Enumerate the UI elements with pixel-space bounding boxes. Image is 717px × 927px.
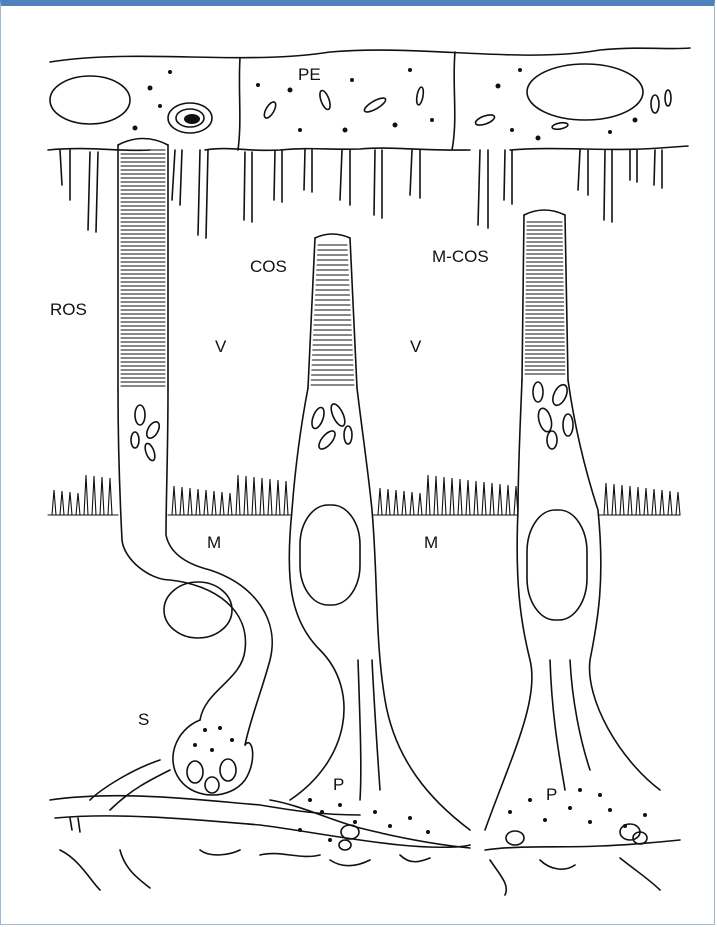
muller-villus	[490, 483, 494, 515]
label-cos: COS	[250, 257, 287, 276]
cone-pedicle-vesicles	[298, 788, 647, 850]
label-v-left: V	[215, 337, 227, 356]
muller-villus	[450, 478, 454, 515]
label-pe: PE	[298, 65, 321, 84]
muller-villus	[612, 484, 616, 515]
muller-villus	[506, 485, 510, 515]
muller-villus	[418, 493, 422, 515]
muller-villus	[100, 477, 104, 515]
muller-villus	[660, 490, 664, 515]
muller-villus	[260, 478, 264, 515]
label-p-left: P	[333, 775, 344, 794]
muller-villus	[212, 491, 216, 515]
muller-villus	[68, 492, 72, 515]
muller-villus	[636, 487, 640, 515]
rod-outer-segment	[118, 139, 168, 391]
pe-nucleus-right	[527, 64, 643, 120]
m-cone-mitochondria	[533, 382, 573, 449]
rod-inner-segment	[118, 390, 272, 745]
cone-inner-segment	[289, 388, 470, 830]
muller-villus	[92, 476, 96, 515]
muller-villus	[386, 489, 390, 515]
muller-villus	[426, 475, 430, 515]
muller-villus	[652, 489, 656, 515]
muller-villi	[48, 475, 680, 515]
bipolar-dendrites	[60, 850, 660, 895]
rod-mitochondria	[131, 405, 162, 462]
synaptic-layer	[50, 760, 680, 895]
label-m-left: M	[207, 533, 221, 552]
m-cone-outer-segment	[522, 210, 568, 380]
label-v-right: V	[410, 337, 422, 356]
muller-villus	[284, 481, 288, 515]
cone-outer-segment	[308, 234, 357, 388]
pe-nucleus-left	[50, 76, 130, 124]
muller-villus	[220, 492, 224, 515]
muller-villus	[84, 475, 88, 515]
muller-villus	[628, 486, 632, 515]
cone-mitochondria	[310, 402, 352, 452]
pe-granules	[133, 68, 672, 141]
muller-villus	[668, 491, 672, 515]
muller-villus	[378, 488, 382, 515]
muller-villus	[676, 492, 680, 515]
muller-villus	[188, 488, 192, 515]
muller-villus	[180, 487, 184, 515]
muller-villus	[52, 490, 56, 515]
m-cone-nucleus	[527, 510, 587, 620]
muller-villus	[76, 493, 80, 515]
muller-villus	[466, 480, 470, 515]
muller-villus	[402, 491, 406, 515]
muller-villus	[474, 481, 478, 515]
muller-villus	[620, 485, 624, 515]
muller-villus	[442, 477, 446, 515]
muller-villus	[204, 490, 208, 515]
label-ros: ROS	[50, 300, 87, 319]
muller-villus	[410, 492, 414, 515]
muller-villus	[236, 475, 240, 515]
label-m-right: M	[424, 533, 438, 552]
muller-villus	[394, 490, 398, 515]
pe-nucleus-dark	[168, 103, 212, 133]
muller-villus	[252, 477, 256, 515]
muller-villus	[108, 478, 112, 515]
rod-spherule	[173, 720, 253, 795]
muller-villus	[244, 476, 248, 515]
muller-villus	[60, 491, 64, 515]
muller-villus	[458, 479, 462, 515]
rod-nucleus	[164, 582, 232, 638]
muller-villus	[172, 486, 176, 515]
m-cone-inner-segment	[485, 380, 660, 830]
muller-villus	[268, 479, 272, 515]
muller-villus	[644, 488, 648, 515]
muller-villus	[482, 482, 486, 515]
muller-villus	[276, 480, 280, 515]
muller-villus	[196, 489, 200, 515]
label-s: S	[138, 710, 149, 729]
label-p-right: P	[546, 785, 557, 804]
label-m-cos: M-COS	[432, 247, 489, 266]
muller-villus	[434, 476, 438, 515]
muller-villus	[228, 493, 232, 515]
muller-villus	[498, 484, 502, 515]
cone-nucleus	[300, 505, 360, 605]
muller-villus	[604, 483, 608, 515]
